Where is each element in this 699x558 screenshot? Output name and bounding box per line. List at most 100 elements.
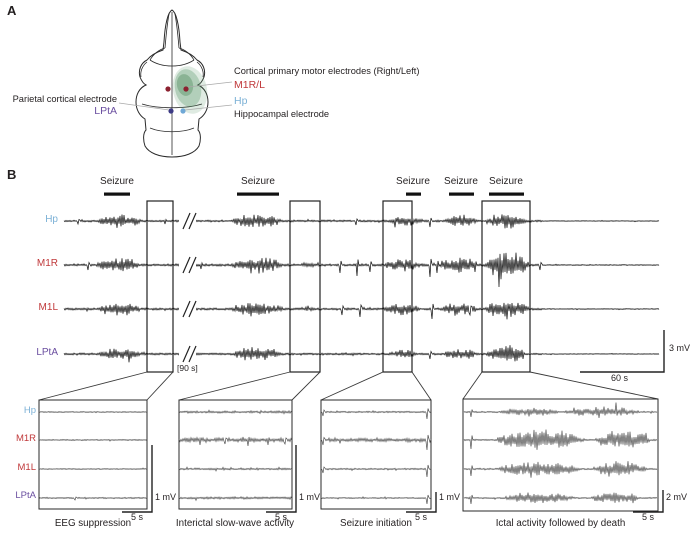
eeg-trace: [320, 494, 432, 505]
label-lpta: LPtA: [94, 105, 117, 117]
electrode-dot-m1r: [183, 86, 189, 92]
inset2-scale-bar: [266, 445, 297, 513]
break-slash: [182, 256, 191, 274]
time-break-marks: [179, 210, 197, 365]
zoom-source-box: [481, 200, 531, 373]
eeg-trace: [178, 436, 293, 447]
scale-bars: [122, 330, 665, 513]
eeg-trace: [63, 345, 660, 363]
eeg-trace: [38, 438, 148, 442]
eeg-trace: [463, 429, 658, 450]
eeg-trace: [63, 252, 660, 288]
seizure-label-4: Seizure: [444, 176, 478, 187]
eeg-trace: [463, 402, 658, 418]
inset1-caption: EEG suppression: [54, 518, 132, 529]
inset3-time-scale-label: 5 s: [414, 512, 427, 522]
seizure-bar: [237, 192, 279, 196]
channel-label-lpta: LPtA: [36, 347, 58, 358]
inset1-scale-bar: [122, 445, 153, 513]
electrode-dot-hp: [180, 108, 186, 114]
break-slash: [182, 212, 191, 230]
eeg-trace: [38, 467, 148, 470]
main-scale-bar: [580, 330, 665, 373]
break-gap: [179, 210, 196, 232]
seizure-bars: [104, 192, 524, 196]
break-slash: [182, 345, 191, 363]
target-zone-shading: [172, 66, 208, 114]
inset1-amplitude-scale-label: 1 mV: [155, 492, 177, 502]
eeg-trace: [463, 461, 658, 478]
seizure-label-5: Seizure: [489, 176, 523, 187]
break-slash: [182, 300, 191, 318]
inset-box-ictal: [462, 398, 659, 512]
inset3-caption: Seizure initiation: [340, 518, 412, 529]
inset1-time-scale-label: 5 s: [130, 512, 143, 522]
main-amplitude-scale-label: 3 mV: [669, 343, 691, 353]
seizure-label-1: Seizure: [100, 176, 134, 187]
seizure-label-3: Seizure: [396, 176, 430, 187]
eeg-trace: [178, 495, 293, 502]
zoom-source-box: [146, 200, 174, 373]
channel-label-m1l: M1L: [38, 302, 58, 313]
seizure-bar: [104, 192, 130, 196]
eeg-trace: [463, 492, 658, 505]
inset4-scale-bar: [633, 490, 664, 513]
zoom-source-box: [382, 200, 413, 373]
channel-label-m1r: M1R: [36, 258, 58, 269]
inset-eeg-traces: [38, 402, 658, 505]
zoom-source-boxes: [146, 200, 531, 373]
inset-connector-lines: [38, 371, 659, 401]
eeg-trace: [178, 409, 293, 415]
inset-channel-label-m1r: M1R: [15, 433, 36, 444]
break-gap: [179, 343, 196, 365]
seizure-label-2: Seizure: [241, 176, 275, 187]
eeg-trace: [320, 408, 432, 420]
inset-box-initiation: [320, 399, 432, 510]
mouse-skull-schematic: [135, 9, 209, 158]
main-eeg-traces: [63, 214, 660, 363]
eeg-trace: [320, 464, 432, 478]
inset3-amplitude-scale-label: 1 mV: [439, 492, 461, 502]
label-motor-electrodes-desc: Cortical primary motor electrodes (Right…: [234, 66, 420, 76]
channel-label-hp: Hp: [45, 214, 58, 225]
inset-channel-label-hp: Hp: [23, 405, 36, 416]
inset-channel-label-lpta: LPtA: [15, 490, 36, 501]
panel-b-label: B: [7, 167, 17, 182]
inset4-time-scale-label: 5 s: [641, 512, 654, 522]
eeg-trace: [38, 496, 148, 501]
label-hippocampal-desc: Hippocampal electrode: [234, 109, 330, 119]
inset2-caption: Interictal slow-wave activity: [175, 518, 295, 529]
eeg-trace: [63, 214, 660, 229]
break-slash: [188, 256, 197, 274]
inset2-amplitude-scale-label: 1 mV: [299, 492, 321, 502]
break-slash: [188, 345, 197, 363]
inset-channel-label-m1l: M1L: [17, 462, 36, 473]
inset3-scale-bar: [406, 492, 437, 513]
label-m1rl: M1R/L: [234, 79, 265, 91]
eeg-trace: [320, 434, 432, 451]
label-hp: Hp: [234, 95, 248, 107]
electrode-dot-lpta: [168, 108, 174, 114]
seizure-bar: [449, 192, 474, 196]
electrode-dot-m1l: [165, 86, 171, 92]
seizure-bar: [406, 192, 421, 196]
zoom-source-box: [289, 200, 321, 373]
inset-box-interictal: [178, 399, 293, 510]
inset-box-suppression: [38, 399, 148, 510]
eeg-trace: [178, 466, 293, 472]
inset4-amplitude-scale-label: 2 mV: [666, 492, 688, 502]
inset2-time-scale-label: 5 s: [274, 512, 287, 522]
label-parietal-desc: Parietal cortical electrode: [12, 94, 117, 104]
inset4-caption: Ictal activity followed by death: [495, 518, 626, 529]
break-gap: [179, 298, 196, 320]
leader-lines: [118, 81, 233, 111]
eeg-trace: [38, 411, 148, 414]
panel-a-label: A: [7, 3, 17, 18]
main-time-scale-label: 60 s: [611, 373, 629, 383]
seizure-bar: [489, 192, 524, 196]
time-break-label: [90 s]: [177, 363, 198, 373]
inset-boxes: [38, 398, 659, 512]
break-gap: [179, 254, 196, 276]
